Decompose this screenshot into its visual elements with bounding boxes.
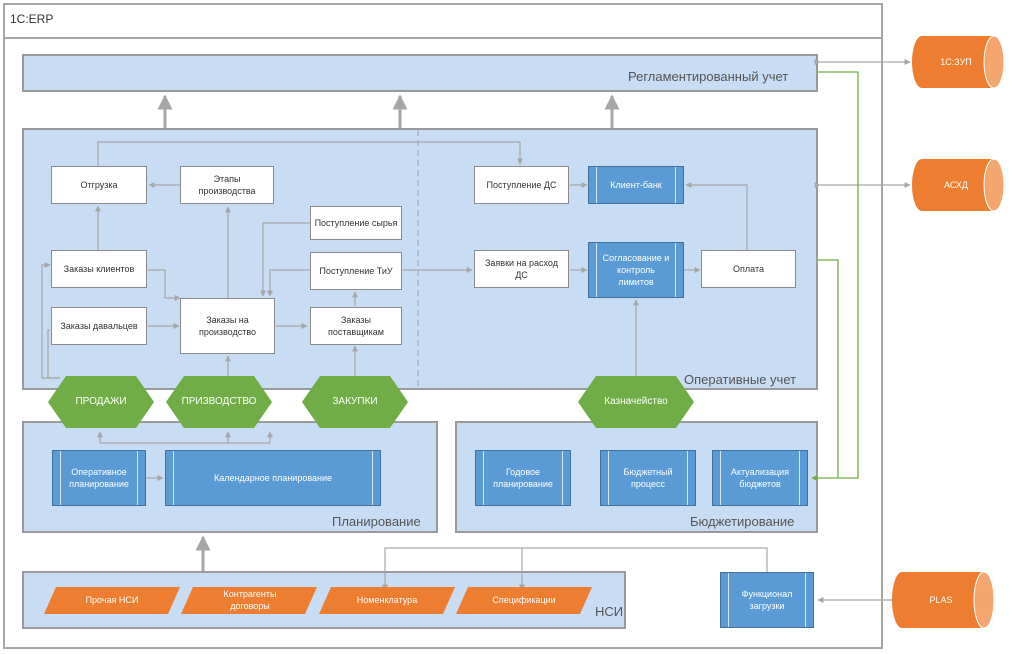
box-load-functional[interactable]: Функционал загрузки: [720, 572, 814, 628]
box-production-orders[interactable]: Заказы на производство: [180, 298, 275, 354]
box-cash-receipt[interactable]: Поступление ДС: [474, 166, 569, 204]
nsi-specs-shape[interactable]: [456, 587, 592, 614]
erp-title: 1С:ERP: [10, 12, 54, 26]
box-payment[interactable]: Оплата: [701, 250, 796, 288]
box-calendar-planning[interactable]: Календарное планирование: [165, 450, 381, 506]
box-raw-receipt[interactable]: Поступление сырья: [310, 206, 402, 240]
hex-production-shape[interactable]: [166, 376, 272, 428]
hex-purchases-shape[interactable]: [302, 376, 408, 428]
region-nsi-title: НСИ: [595, 604, 624, 619]
box-production-stages[interactable]: Этапы производства: [180, 166, 274, 204]
box-annual-planning[interactable]: Годовое планирование: [475, 450, 571, 506]
region-planning-title: Планирование: [332, 514, 421, 529]
box-client-bank[interactable]: Клиент-банк: [588, 166, 684, 204]
box-budget-update[interactable]: Актуализация бюджетов: [712, 450, 808, 506]
region-budgeting-title: Бюджетирование: [690, 514, 795, 529]
nsi-nomenclature-shape[interactable]: [319, 587, 455, 614]
hex-treasury-label: Казначейство: [604, 396, 668, 407]
nsi-item-counterparties: Контрагенты договоры: [223, 589, 277, 611]
box-supplier-orders[interactable]: Заказы поставщикам: [310, 307, 402, 345]
external-plas-shape[interactable]: [892, 571, 995, 629]
hex-sales-shape[interactable]: [48, 376, 154, 428]
region-reglament: [22, 54, 818, 92]
nsi-counterparties-shape[interactable]: [181, 587, 317, 614]
external-zup-shape[interactable]: [912, 35, 1005, 89]
hex-production-label: ПРИЗВОДСТВО: [181, 396, 257, 407]
box-budget-process[interactable]: Бюджетный процесс: [600, 450, 696, 506]
erp-title-bar: [3, 3, 883, 39]
box-limits-approval[interactable]: Согласование и контроль лимитов: [588, 242, 684, 298]
external-zup-label: 1С:ЗУП: [940, 57, 972, 67]
nsi-item-nomenclature: Номенклатура: [356, 595, 418, 605]
region-reglament-title: Регламентированный учет: [628, 69, 789, 84]
region-operative: [22, 128, 818, 390]
box-toll-orders[interactable]: Заказы давальцев: [51, 307, 147, 345]
box-goods-receipt[interactable]: Поступление ТиУ: [310, 252, 402, 290]
box-expense-requests[interactable]: Заявки на расход ДС: [474, 250, 569, 288]
hex-treasury-shape[interactable]: [578, 376, 694, 428]
box-operative-planning[interactable]: Оперативное планирование: [52, 450, 146, 506]
hex-purchases-label: ЗАКУПКИ: [332, 396, 378, 407]
nsi-item-other: Прочая НСИ: [85, 595, 139, 605]
hex-sales-label: ПРОДАЖИ: [75, 396, 127, 407]
external-asud-shape[interactable]: [912, 158, 1005, 212]
nsi-other-shape[interactable]: [44, 587, 180, 614]
external-plas-label: PLAS: [929, 595, 953, 605]
box-client-orders[interactable]: Заказы клиентов: [51, 250, 147, 288]
external-asud-label: АСХД: [944, 180, 968, 190]
nsi-item-specifications: Спецификации: [492, 595, 556, 605]
box-shipment[interactable]: Отгрузка: [51, 166, 147, 204]
region-operative-title: Оперативные учет: [684, 372, 797, 387]
